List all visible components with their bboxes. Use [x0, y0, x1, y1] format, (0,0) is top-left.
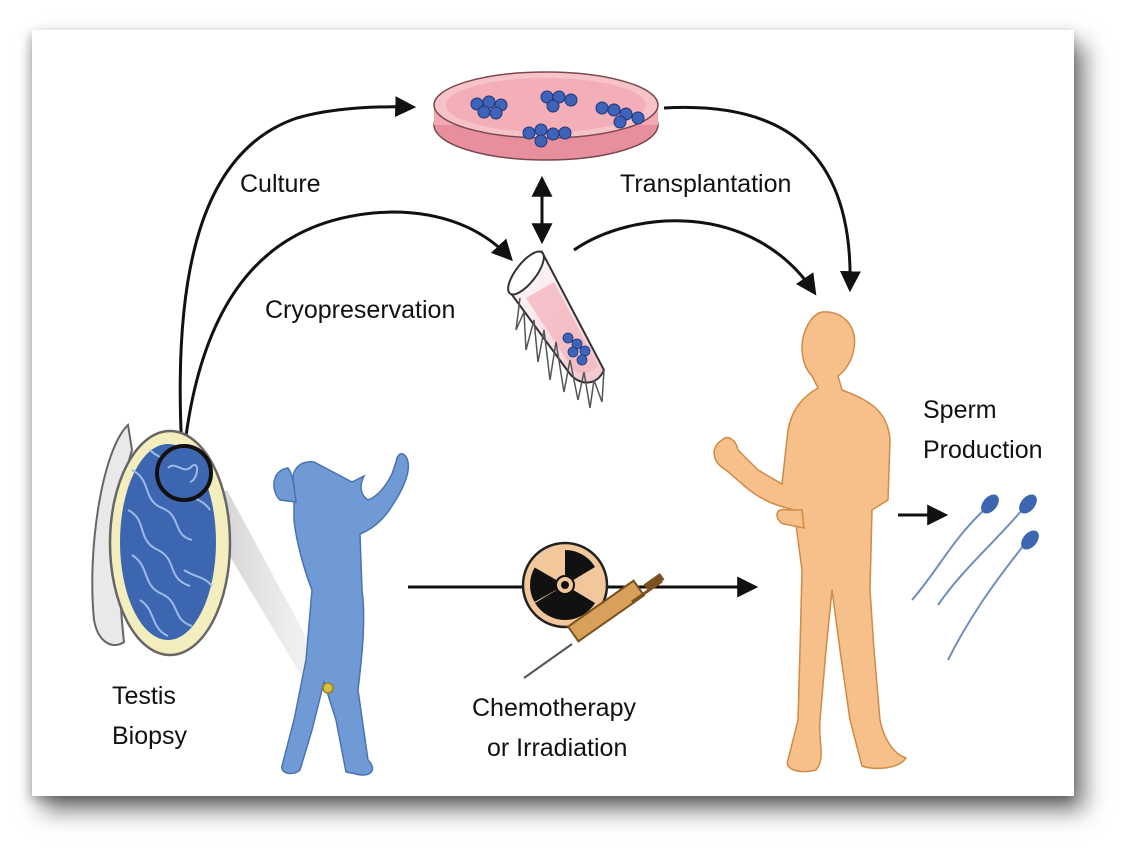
chemo-label-line2: or Irradiation [487, 734, 627, 762]
sperm-icon [911, 494, 1039, 661]
culture-label: Culture [240, 170, 321, 198]
petri-dish-icon [433, 71, 659, 161]
chemo-label-line1: Chemotherapy [472, 694, 636, 722]
cryopreservation-arrow [182, 210, 513, 453]
transplantation-label: Transplantation [620, 170, 791, 198]
cryo-tube-icon [507, 250, 606, 409]
syringe-icon [523, 572, 665, 679]
man-figure [713, 311, 908, 773]
sperm-label-line1: Sperm [923, 396, 997, 424]
stem-cell-diagram: Culture Transplantation Cryopreservation… [91, 71, 1043, 776]
sperm-label-line2: Production [923, 436, 1043, 464]
radiation-icon [521, 541, 609, 629]
testis-label-line1: Testis [112, 682, 176, 710]
boy-figure [273, 453, 410, 776]
culture-arrow [178, 96, 417, 453]
labels: Culture Transplantation Cryopreservation… [112, 170, 1043, 762]
cell-cluster [470, 90, 645, 148]
cryopreservation-label: Cryopreservation [265, 296, 455, 324]
frozen-cells [562, 332, 591, 366]
transplant-dish-arrow [663, 105, 861, 293]
testis-label-line2: Biopsy [112, 722, 188, 750]
transplant-cryo-arrow [573, 219, 817, 296]
diagram-frame: Culture Transplantation Cryopreservation… [32, 30, 1074, 796]
seminiferous-tubules [127, 449, 213, 637]
testis-illustration [91, 422, 332, 685]
